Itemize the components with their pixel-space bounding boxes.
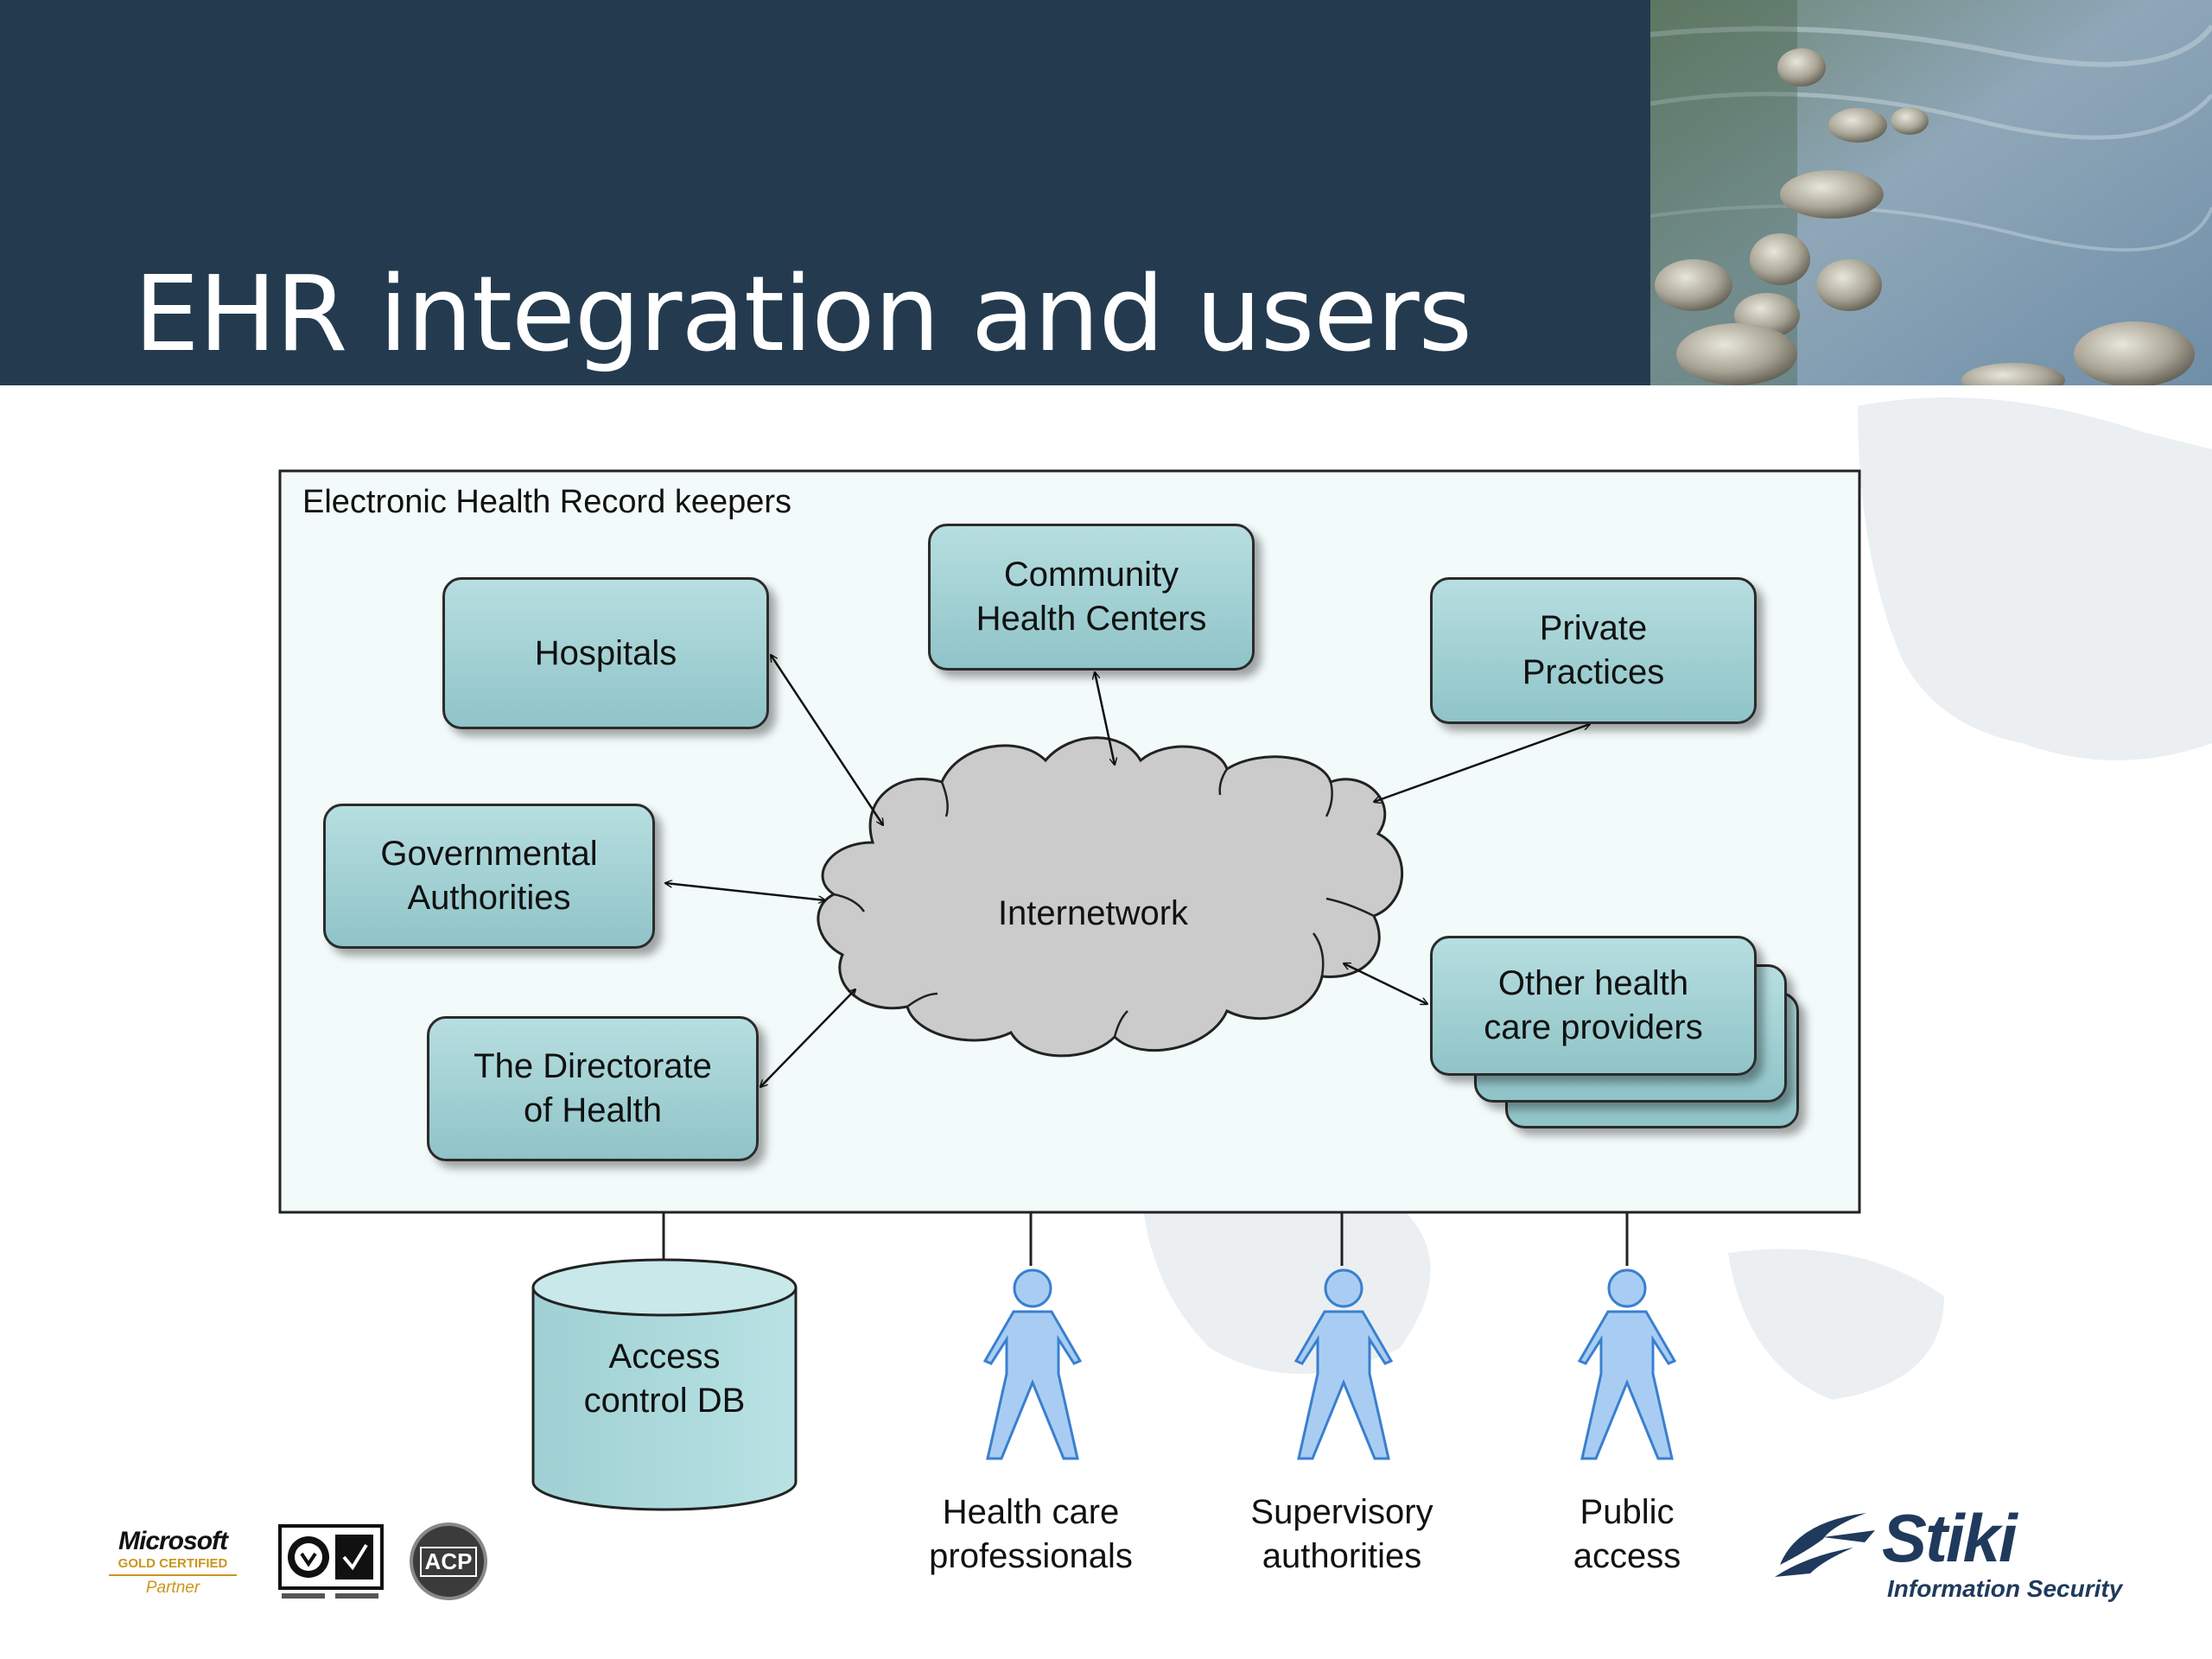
other-label: Other health care providers	[1484, 964, 1703, 1046]
hospitals-box: Hospitals	[442, 577, 769, 729]
person-public-icon	[1577, 1268, 1677, 1460]
certification-badge-icon	[278, 1524, 384, 1599]
arrow-directorate	[760, 989, 855, 1087]
directorate-label: The Directorate of Health	[474, 1047, 712, 1129]
acp-badge-text: ACP	[419, 1546, 478, 1577]
community-label: Community Health Centers	[976, 556, 1207, 638]
directorate-of-health-box: The Directorate of Health	[427, 1016, 759, 1161]
network-label: Internetwork	[997, 894, 1189, 932]
db-label: Access control DB	[583, 1338, 746, 1420]
internetwork-cloud	[817, 736, 1404, 1058]
acp-badge: ACP	[410, 1522, 487, 1600]
ms-brand-text: Microsoft	[118, 1527, 228, 1555]
ms-cert-text: GOLD CERTIFIED	[118, 1556, 228, 1571]
stiki-logo: Stiki Information Security	[1771, 1499, 2126, 1611]
community-health-centers-box: Community Health Centers	[928, 524, 1255, 671]
governmental-label: Governmental Authorities	[380, 835, 598, 917]
health-care-label: Health care professionals	[929, 1493, 1133, 1575]
hospitals-label: Hospitals	[534, 633, 677, 672]
arrow-other	[1344, 963, 1427, 1004]
river-stones-photo	[1650, 0, 2212, 385]
access-control-db	[531, 1258, 798, 1511]
stiki-tagline: Information Security	[1887, 1575, 2123, 1602]
ms-partner-text: Partner	[145, 1579, 200, 1597]
person-health-care-icon	[982, 1268, 1083, 1460]
header-banner: EHR integration and users	[0, 0, 1650, 385]
stiki-swirl-icon	[1775, 1513, 1875, 1577]
arrow-hospitals	[771, 655, 883, 825]
stiki-name: Stiki	[1882, 1500, 2018, 1576]
arrow-governmental	[665, 883, 825, 900]
governmental-authorities-box: Governmental Authorities	[323, 804, 655, 949]
private-label: Private Practices	[1522, 609, 1665, 691]
supervisory-label: Supervisory authorities	[1250, 1493, 1433, 1575]
other-providers-box: Other health care providers	[1430, 936, 1757, 1076]
arrow-private	[1374, 724, 1590, 802]
container-label: Electronic Health Record keepers	[302, 484, 792, 520]
person-supervisory-icon	[1294, 1268, 1394, 1460]
slide-title: EHR integration and users	[134, 255, 1472, 375]
public-label: Public access	[1573, 1493, 1681, 1575]
arrow-community	[1095, 672, 1115, 765]
microsoft-partner-logo: Microsoft GOLD CERTIFIED Partner	[104, 1528, 242, 1597]
private-practices-box: Private Practices	[1430, 577, 1757, 724]
